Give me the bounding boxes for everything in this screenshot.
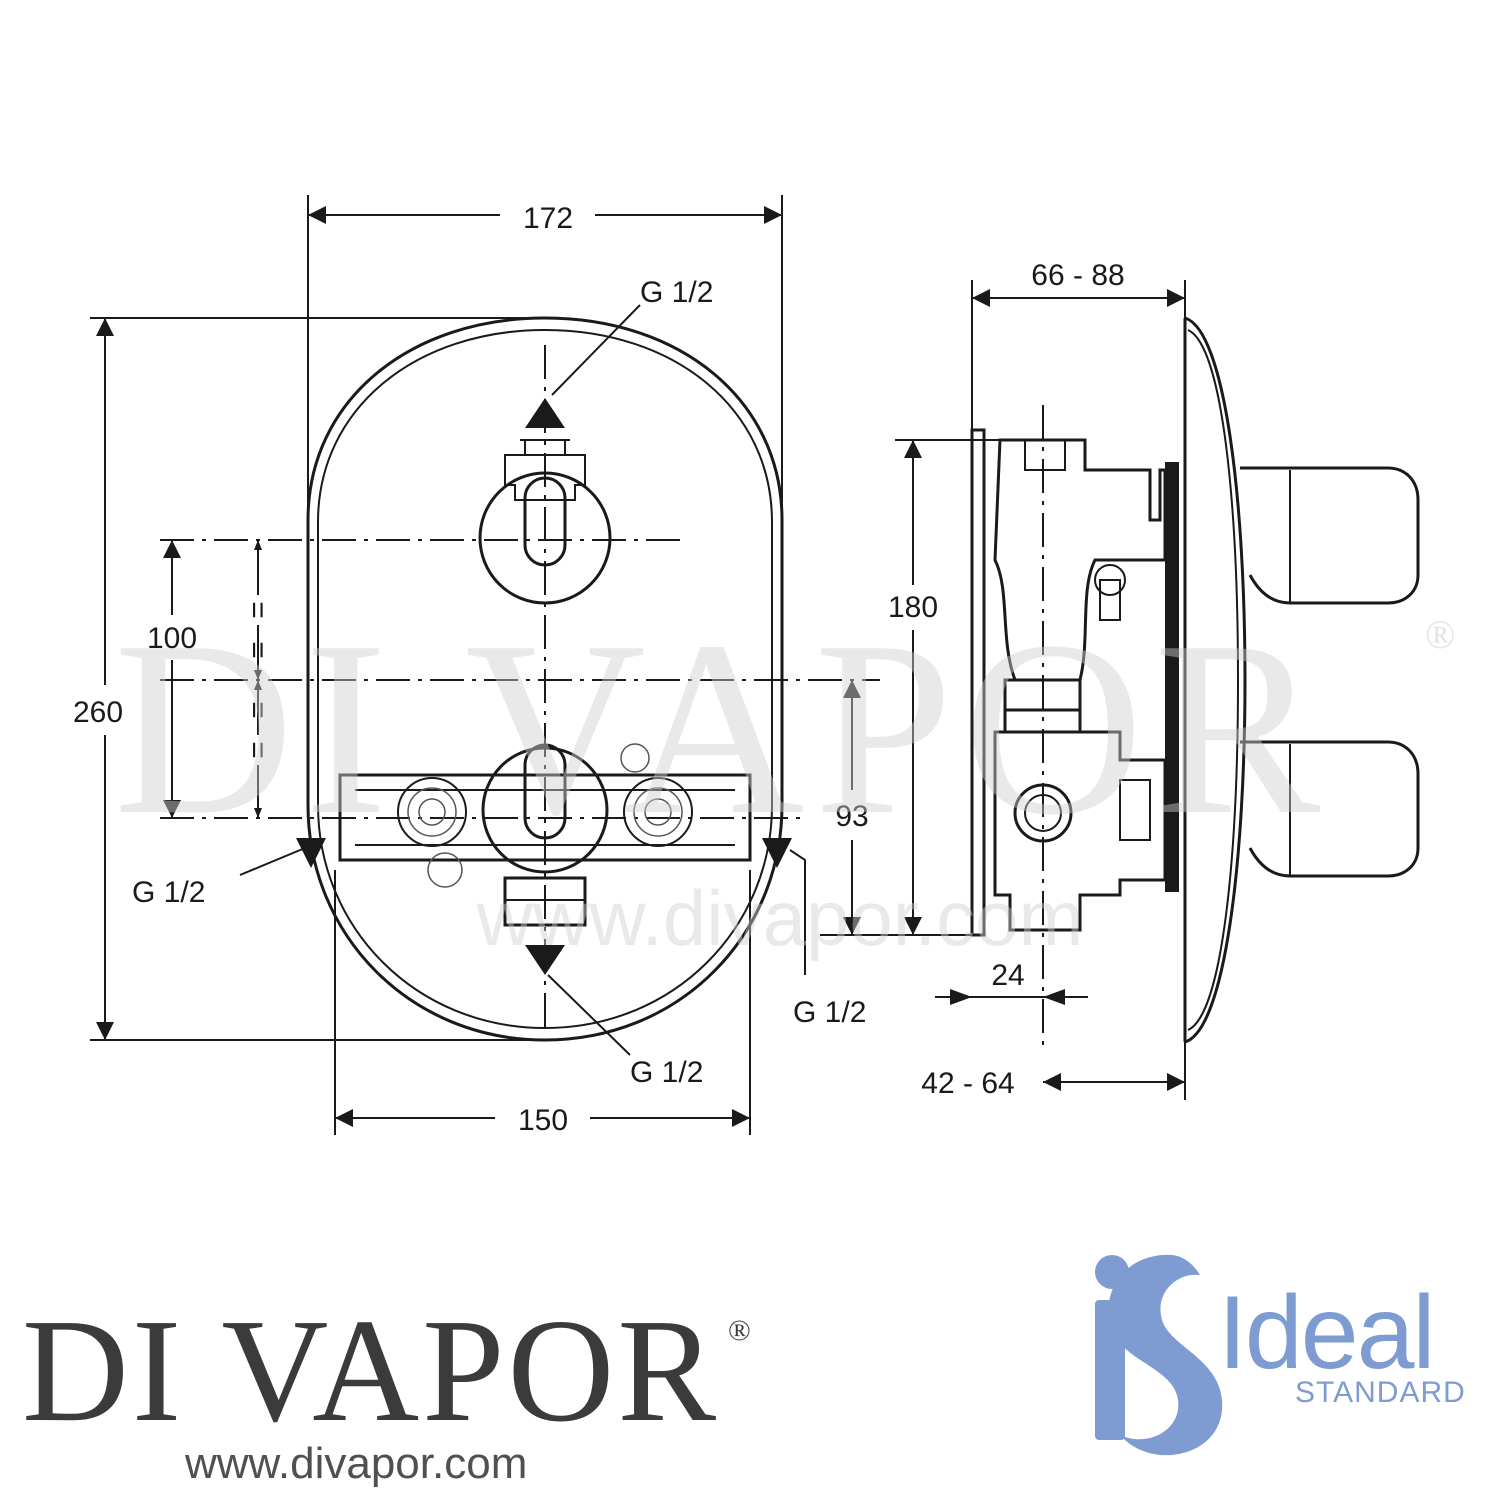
dim-93-label: 93 xyxy=(835,800,868,833)
equal-mark-3: = xyxy=(241,741,274,759)
right-check-valve xyxy=(623,777,693,847)
connection-label-top: G 1/2 xyxy=(640,276,713,309)
connection-label-bottom: G 1/2 xyxy=(630,1056,703,1089)
side-mounting-box xyxy=(970,428,986,937)
lower-handle-lever xyxy=(523,743,567,840)
leader-left-connection xyxy=(239,847,306,876)
watermark-url: www.divapor.com xyxy=(476,874,1084,962)
equal-mark-1: = xyxy=(241,601,274,619)
leader-bottom-connection xyxy=(547,974,631,1056)
upper-handle-lever xyxy=(523,476,567,567)
connection-label-right: G 1/2 xyxy=(793,996,866,1029)
equal-mark-4: = xyxy=(241,701,274,719)
leader-right-connection xyxy=(789,849,806,975)
brand-name: DI VAPOR xyxy=(22,1289,719,1453)
side-mid-knob xyxy=(1094,564,1126,596)
connection-label-left: G 1/2 xyxy=(132,876,205,909)
dim-4264-label: 42 - 64 xyxy=(921,1067,1014,1100)
upper-flow-arrow xyxy=(525,398,565,428)
brand-url: www.divapor.com xyxy=(184,1439,527,1488)
dim-150-label: 150 xyxy=(518,1104,568,1137)
ideal-standard-subword: STANDARD xyxy=(1295,1376,1466,1409)
divapor-logo: DI VAPOR ® www.divapor.com xyxy=(22,1289,751,1488)
lower-handle-circle xyxy=(481,746,609,874)
right-check-valve-inner xyxy=(633,787,683,837)
leader-top-connection xyxy=(551,304,641,396)
ideal-standard-word: Ideal xyxy=(1218,1275,1434,1391)
dim-180-label: 180 xyxy=(888,591,938,624)
left-check-valve-core xyxy=(418,798,446,826)
lower-valve-body xyxy=(338,773,752,862)
side-upper-body xyxy=(993,438,1167,682)
upper-fitting xyxy=(504,454,586,501)
left-inlet-arrow xyxy=(296,838,326,868)
right-check-valve-core xyxy=(644,798,672,826)
side-lower-nut xyxy=(1119,779,1151,841)
cover-plate-outline xyxy=(306,316,784,1042)
side-mid-stem xyxy=(1099,579,1121,621)
right-upper-nut xyxy=(620,743,650,773)
left-lower-nut xyxy=(427,852,463,888)
side-cover-plate xyxy=(1184,316,1247,1044)
front-view: 172 150 260 100 = = = = 93 xyxy=(73,195,985,1137)
dim-24-arrow-left xyxy=(950,989,972,1005)
watermark-name: DI VAPOR xyxy=(114,590,1331,867)
lower-outlet-fitting xyxy=(503,876,587,927)
lower-side-knob xyxy=(1240,740,1420,878)
watermark: DI VAPOR ® www.divapor.com xyxy=(114,590,1456,962)
side-cover-plate-inner xyxy=(1187,329,1240,1031)
dim-260-label: 260 xyxy=(73,696,123,729)
watermark-registered: ® xyxy=(1425,612,1455,657)
right-inlet-arrow xyxy=(762,838,792,868)
side-upper-cap xyxy=(1024,439,1066,471)
brand-registered: ® xyxy=(728,1314,751,1347)
side-view: 66 - 88 180 24 42 - 64 xyxy=(888,259,1420,1100)
side-lower-body xyxy=(993,730,1167,932)
left-check-valve xyxy=(397,777,467,847)
dim-24-label: 24 xyxy=(991,959,1024,992)
dim-6688-label: 66 - 88 xyxy=(1031,259,1124,292)
dim-172-label: 172 xyxy=(523,202,573,235)
lower-valve-body-inner xyxy=(355,789,735,846)
side-gasket xyxy=(1165,462,1179,892)
upper-side-knob xyxy=(1240,466,1420,605)
left-check-valve-inner xyxy=(407,787,457,837)
upper-handle-circle xyxy=(478,471,612,605)
cover-plate-inner-outline xyxy=(317,328,773,1030)
dim-24-arrow-right xyxy=(1043,989,1065,1005)
lower-flow-arrow xyxy=(525,945,565,975)
ideal-standard-i-stem-icon xyxy=(1095,1300,1125,1440)
ideal-standard-swoosh-icon xyxy=(1108,1254,1223,1456)
ideal-standard-logo: Ideal STANDARD xyxy=(1095,1254,1466,1456)
equal-mark-2: = xyxy=(241,641,274,659)
dim-100-label: 100 xyxy=(147,622,197,655)
